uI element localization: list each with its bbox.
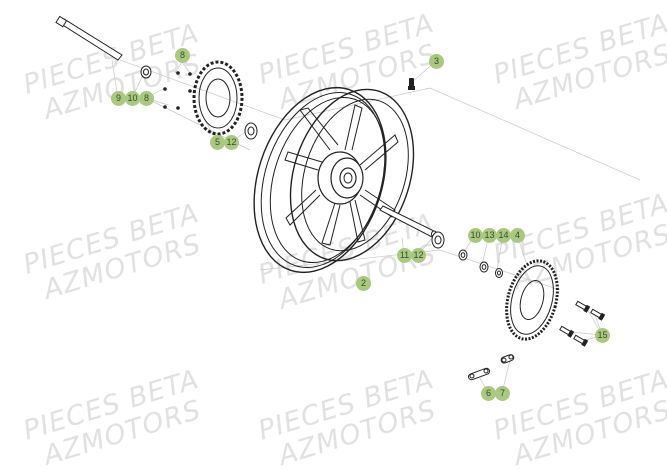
wheel-drawing bbox=[253, 86, 415, 274]
callout-badge[interactable]: 5 bbox=[210, 135, 225, 150]
callout-badge[interactable]: 2 bbox=[356, 276, 371, 291]
callout-badge[interactable]: 8 bbox=[175, 48, 190, 63]
callout-badge[interactable]: 11 bbox=[397, 248, 412, 263]
rear-axle-drawing bbox=[55, 15, 123, 61]
bearing-left-drawing bbox=[244, 122, 258, 140]
callout-badge[interactable]: 12 bbox=[224, 135, 239, 150]
chain-links-drawing bbox=[467, 354, 515, 381]
callout-badge[interactable]: 6 bbox=[481, 386, 496, 401]
callout-badge[interactable]: 3 bbox=[429, 54, 444, 69]
valve-drawing bbox=[408, 78, 415, 90]
callout-badge[interactable]: 10 bbox=[125, 91, 140, 106]
callout-badge[interactable]: 12 bbox=[411, 248, 426, 263]
callout-badge[interactable]: 9 bbox=[111, 91, 126, 106]
leader-lines bbox=[111, 59, 641, 394]
spacer-shaft-drawing bbox=[379, 205, 437, 238]
callout-badge[interactable]: 7 bbox=[495, 386, 510, 401]
callout-badge[interactable]: 8 bbox=[139, 91, 154, 106]
disc-bolts-drawing bbox=[163, 71, 192, 110]
sprocket-drawing bbox=[505, 259, 559, 341]
callout-badge[interactable]: 4 bbox=[510, 228, 525, 243]
parts-drawing bbox=[55, 15, 641, 394]
sprocket-screws-drawing bbox=[559, 300, 606, 347]
spacer-drawing bbox=[140, 65, 152, 79]
callout-badge[interactable]: 14 bbox=[496, 228, 511, 243]
callout-badge[interactable]: 10 bbox=[468, 228, 483, 243]
callout-badge[interactable]: 13 bbox=[482, 228, 497, 243]
bearing-right-drawing bbox=[431, 231, 445, 249]
small-spacers-drawing bbox=[458, 249, 503, 278]
brake-disc-drawing bbox=[192, 60, 244, 136]
callout-badge[interactable]: 15 bbox=[595, 328, 610, 343]
